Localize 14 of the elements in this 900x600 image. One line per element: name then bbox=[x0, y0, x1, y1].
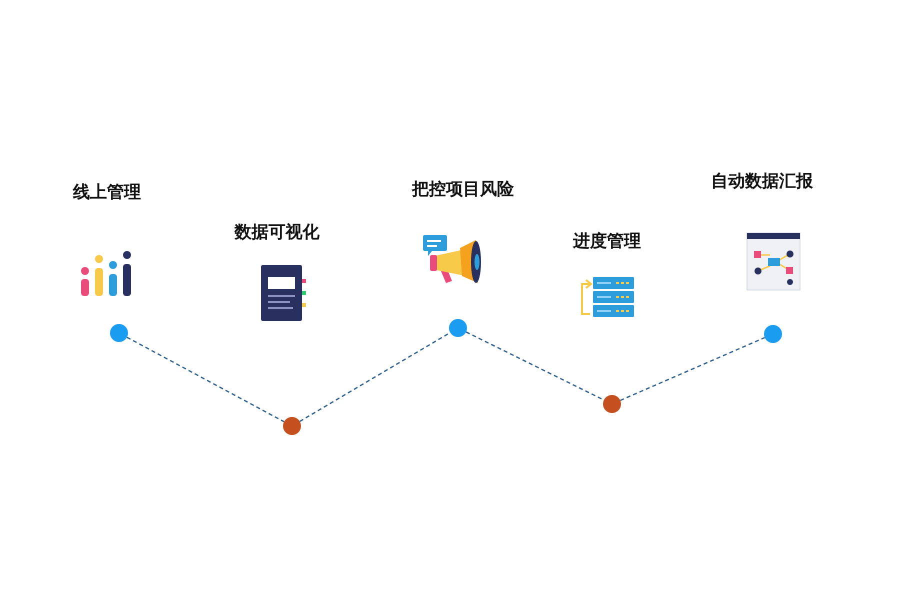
feature-title: 线上管理 bbox=[73, 182, 141, 204]
timeline-dot bbox=[449, 319, 467, 337]
timeline-dot bbox=[603, 395, 621, 413]
connector-line bbox=[299, 332, 451, 422]
feature-title: 进度管理 bbox=[573, 230, 641, 252]
timeline-dot bbox=[283, 417, 301, 435]
connector-line bbox=[126, 336, 284, 422]
feature-title: 数据可视化 bbox=[234, 222, 320, 244]
timeline-dot bbox=[110, 324, 128, 342]
feature-title: 把控项目风险 bbox=[412, 178, 514, 200]
timeline-dot bbox=[764, 325, 782, 343]
connector-line bbox=[620, 337, 765, 401]
feature-title: 自动数据汇报 bbox=[711, 170, 813, 192]
connector-line bbox=[466, 331, 604, 401]
